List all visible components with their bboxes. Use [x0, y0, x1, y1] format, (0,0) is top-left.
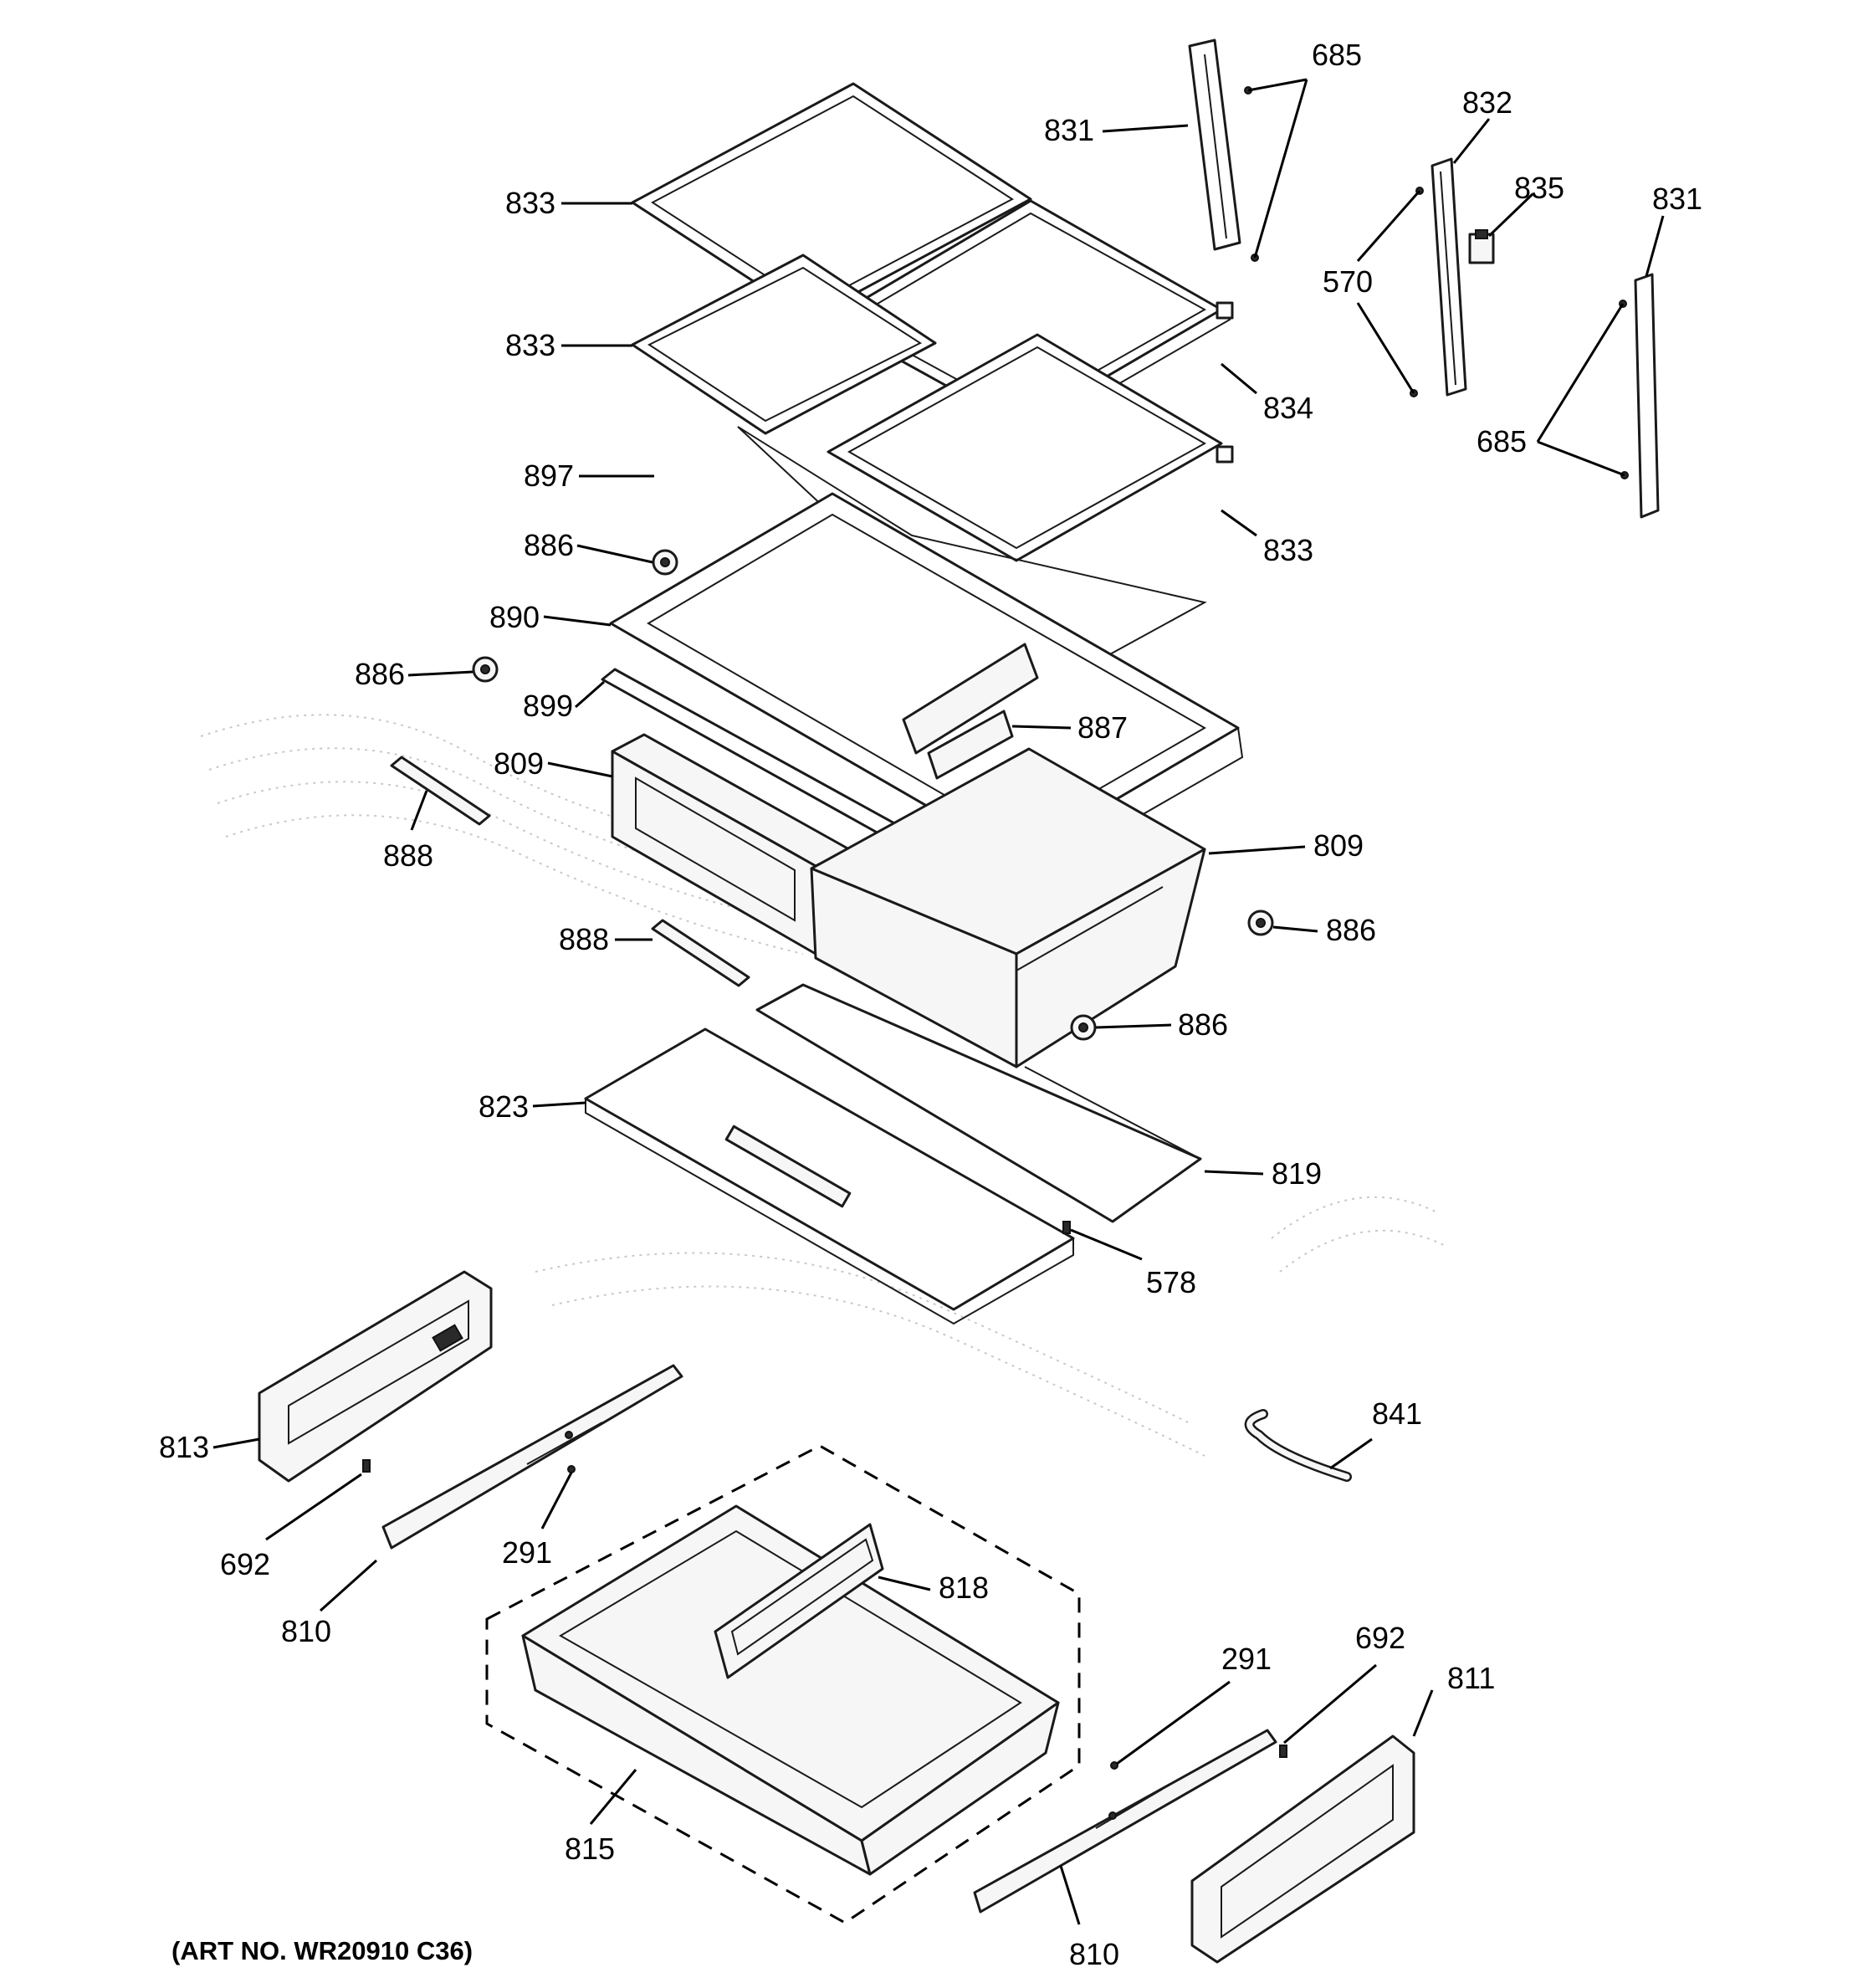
leader-886-a — [576, 544, 653, 564]
callout-578: 578 — [1146, 1265, 1196, 1299]
callout-899: 899 — [523, 689, 573, 723]
leader-692-left — [265, 1473, 362, 1541]
leader-886-c — [1272, 925, 1318, 933]
callout-886-d: 886 — [1178, 1007, 1228, 1042]
slide-810-right — [973, 1729, 1277, 1914]
leader-819 — [1204, 1170, 1264, 1176]
pan-809-right — [810, 747, 1206, 1068]
callout-809-right: 809 — [1313, 828, 1364, 863]
callout-890: 890 — [489, 600, 540, 634]
leader-831-right — [1645, 215, 1665, 277]
callout-692-right: 692 — [1355, 1621, 1405, 1655]
callout-291-left: 291 — [502, 1535, 552, 1570]
rail-831-right — [1619, 273, 1660, 519]
clips-888 — [390, 756, 750, 987]
leader-886-b — [407, 670, 473, 677]
leader-291-left — [540, 1472, 573, 1529]
leader-685-top — [1247, 78, 1308, 259]
leader-899 — [575, 680, 605, 709]
callout-685-right: 685 — [1477, 424, 1527, 459]
tube-841 — [1244, 1409, 1352, 1482]
screws-692-570-685 — [362, 1459, 1287, 1770]
callout-833-b: 833 — [505, 328, 555, 362]
leader-834 — [1221, 362, 1257, 395]
callout-833-c: 833 — [1263, 533, 1313, 567]
slide-810-left — [381, 1364, 683, 1550]
art-number-label: (ART NO. WR20910 C36) — [171, 1936, 473, 1965]
leader-809-right — [1208, 845, 1306, 855]
leader-832 — [1452, 118, 1491, 164]
callout-831-top: 831 — [1044, 113, 1094, 147]
callout-888-a: 888 — [383, 838, 433, 873]
callout-834: 834 — [1263, 391, 1313, 425]
leader-888-a — [410, 790, 428, 831]
callout-887: 887 — [1077, 710, 1128, 745]
callout-818: 818 — [939, 1570, 989, 1605]
callout-810-left: 810 — [281, 1614, 331, 1648]
leader-823 — [532, 1101, 586, 1108]
leader-841 — [1329, 1437, 1373, 1470]
leader-831-top — [1102, 124, 1189, 133]
callout-810-bottom: 810 — [1069, 1937, 1119, 1971]
callout-833-a: 833 — [505, 186, 555, 220]
shelf-833-mid-left — [631, 254, 937, 435]
bracket-835 — [1468, 229, 1495, 264]
screw-578 — [1062, 1221, 1071, 1234]
callout-809-left: 809 — [494, 746, 544, 781]
callout-886-a: 886 — [524, 528, 574, 562]
callout-886-b: 886 — [355, 657, 405, 691]
leader-818 — [878, 1576, 931, 1591]
callout-823: 823 — [479, 1089, 529, 1124]
rollers-886 — [472, 549, 1274, 1041]
shelf-833-top-left — [631, 82, 1032, 320]
leader-685-right — [1536, 303, 1625, 477]
drawer-815 — [485, 1444, 1081, 1924]
callout-692-left: 692 — [220, 1547, 270, 1581]
callout-570: 570 — [1323, 264, 1373, 299]
leader-291-right — [1116, 1680, 1231, 1765]
leader-890 — [543, 615, 612, 627]
callout-832: 832 — [1462, 85, 1512, 120]
leader-833-c — [1221, 509, 1257, 537]
leader-810-bottom — [1059, 1865, 1081, 1925]
cover-890 — [609, 492, 1244, 889]
leader-810-left — [319, 1559, 378, 1612]
callout-886-c: 886 — [1326, 913, 1376, 947]
rail-831-left — [1188, 38, 1259, 262]
cover-823 — [584, 1027, 1075, 1325]
callout-841: 841 — [1372, 1396, 1422, 1431]
leader-835 — [1487, 192, 1534, 238]
leader-811 — [1412, 1689, 1434, 1737]
support-811 — [1190, 1734, 1415, 1964]
support-813 — [258, 1270, 493, 1483]
callout-291-right: 291 — [1221, 1642, 1272, 1676]
leader-lines — [212, 78, 1665, 1925]
leader-886-d — [1095, 1023, 1172, 1029]
callout-831-right: 831 — [1652, 182, 1702, 216]
callout-888-b: 888 — [559, 922, 609, 956]
callout-labels: 685 831 832 835 831 570 833 833 834 685 … — [159, 38, 1702, 1971]
leader-813 — [212, 1437, 260, 1449]
callout-835: 835 — [1514, 171, 1564, 205]
callout-811: 811 — [1447, 1661, 1495, 1695]
leader-570 — [1356, 190, 1421, 394]
leader-809-left — [547, 761, 613, 778]
shelf-833-top-right — [827, 199, 1234, 438]
leader-578 — [1070, 1228, 1143, 1261]
leader-887 — [1011, 725, 1072, 730]
callout-813: 813 — [159, 1430, 209, 1464]
callout-819: 819 — [1272, 1156, 1322, 1191]
leader-815 — [589, 1769, 637, 1825]
shelf-833-mid-right — [827, 333, 1234, 562]
callout-815: 815 — [565, 1832, 615, 1866]
leader-692-right — [1283, 1663, 1377, 1745]
divider-887 — [902, 643, 1039, 780]
shelf-819 — [755, 983, 1202, 1223]
divider-818 — [714, 1523, 884, 1679]
callout-897: 897 — [524, 459, 574, 493]
rail-832 — [1410, 157, 1467, 397]
callout-685-top: 685 — [1312, 38, 1362, 72]
